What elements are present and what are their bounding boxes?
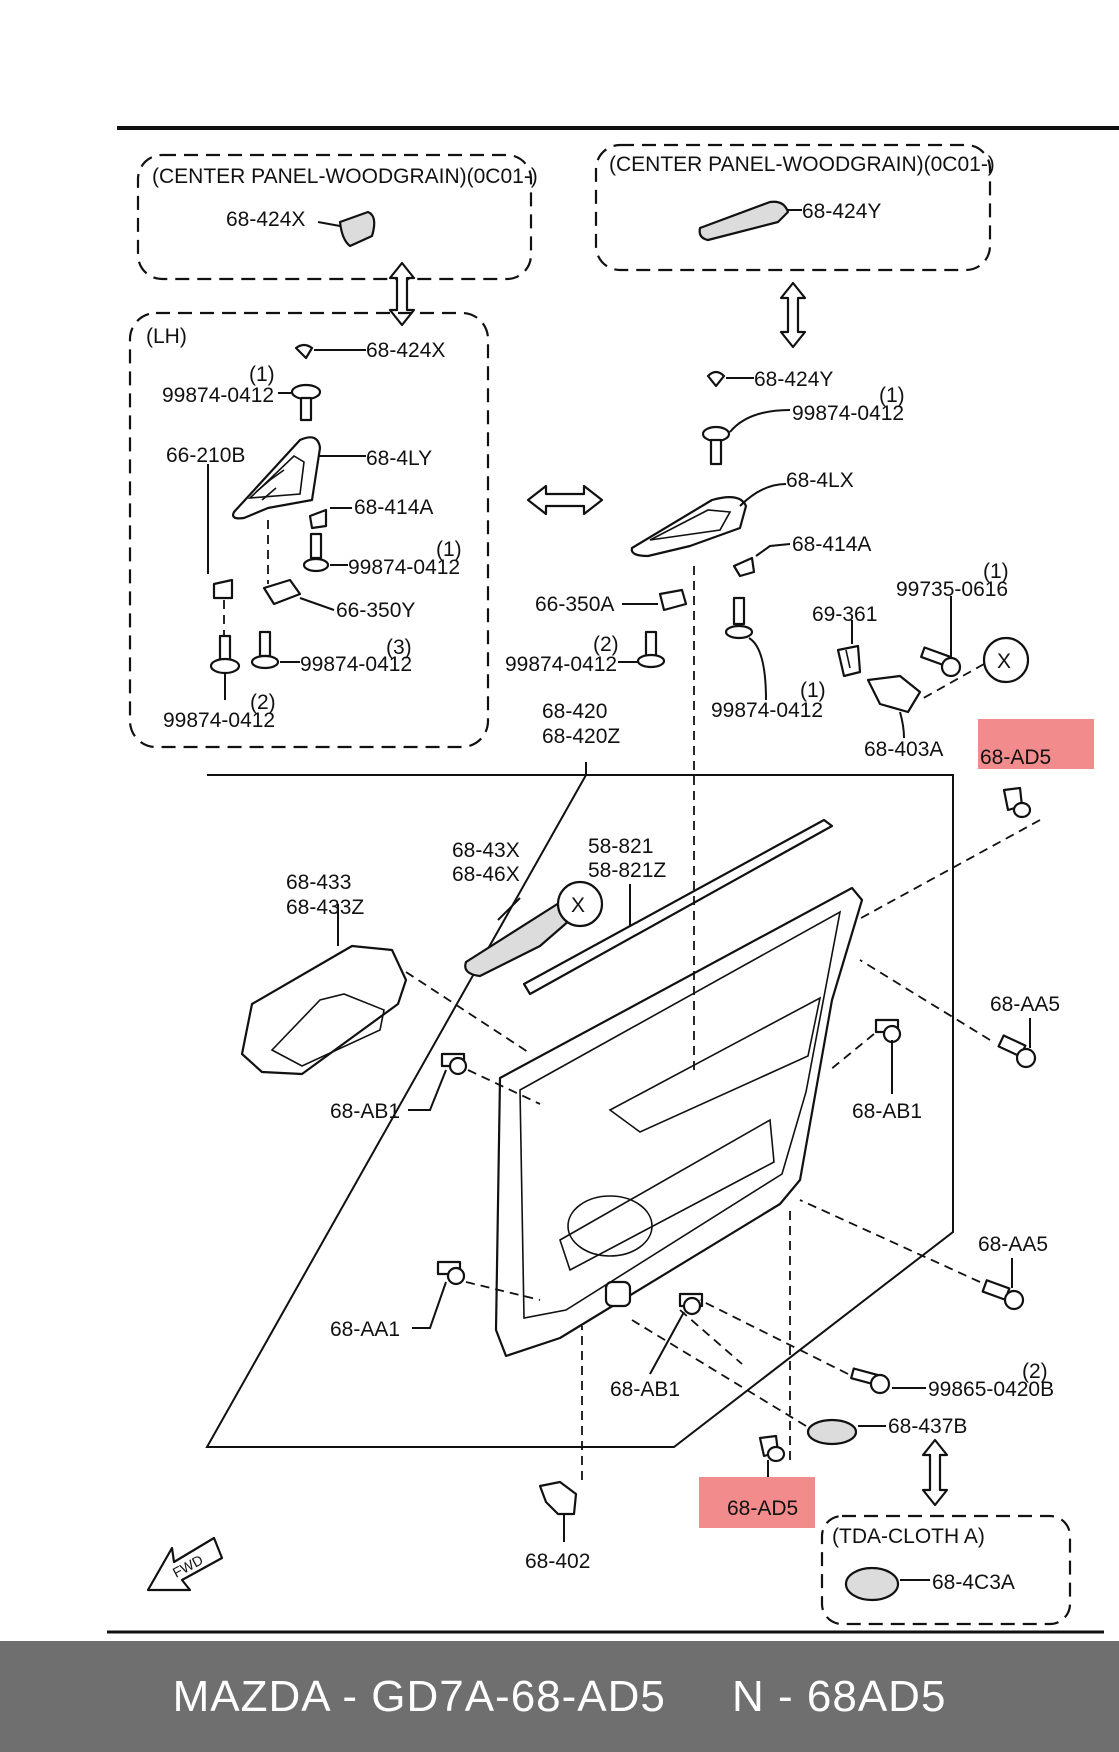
tda-cloth-box: (TDA-CLOTH A) 68-4C3A bbox=[820, 1514, 1072, 1626]
label-68-420: 68-420 bbox=[542, 700, 607, 723]
label-68-433z: 68-433Z bbox=[286, 896, 364, 919]
label-68-aa5-top: 68-AA5 bbox=[990, 993, 1060, 1016]
label-68-43x: 68-43X bbox=[452, 839, 520, 862]
highlight-box-top bbox=[978, 719, 1094, 769]
double-arrow-vertical-tda bbox=[921, 1438, 949, 1507]
clip-68-ab1-left: 68-AB1 bbox=[330, 1052, 541, 1123]
clip-68-aa1: 68-AA1 bbox=[330, 1260, 541, 1341]
label-68-402: 68-402 bbox=[525, 1550, 590, 1573]
label-99874-lh1: 99874-0412 bbox=[162, 384, 274, 407]
label-99874-r2-qty: (2) bbox=[593, 633, 619, 656]
label-68-403a: 68-403A bbox=[864, 738, 943, 761]
label-58-821z: 58-821Z bbox=[588, 859, 666, 882]
weatherstrip-58-821: 58-821 58-821Z bbox=[522, 818, 834, 996]
label-68-437b: 68-437B bbox=[888, 1415, 967, 1438]
label-68-424x: 68-424X bbox=[366, 339, 445, 362]
rh-switch-group: 68-424Y (1) 99874-0412 68-4LX 68-414A 66… bbox=[505, 368, 905, 722]
door-trim-panel: X bbox=[494, 566, 864, 1358]
clip-68-aa5-bottom: 68-AA5 bbox=[799, 1199, 1048, 1311]
label-68-424y: 68-424Y bbox=[754, 368, 833, 391]
clip-68-ab1-bottom: 68-AB1 bbox=[610, 1292, 743, 1401]
label-99874-r3: 99874-0412 bbox=[711, 699, 823, 722]
label-68-424y-top: 68-424Y bbox=[802, 200, 881, 223]
label-99735-qty: (1) bbox=[983, 560, 1009, 583]
label-99874-r1: 99874-0412 bbox=[792, 402, 904, 425]
double-arrow-horizontal bbox=[526, 484, 604, 516]
highlight-68-ad5-top: 68-AD5 bbox=[787, 719, 1094, 959]
center-panel-left-title: (CENTER PANEL-WOODGRAIN)(0C01-) bbox=[152, 165, 538, 188]
label-99874-lh3-qty: (3) bbox=[386, 636, 412, 659]
label-99874-r3-qty: (1) bbox=[800, 679, 826, 702]
highlight-68-ad5-bottom: 68-AD5 bbox=[699, 1210, 815, 1528]
screw-99865: (2) 99865-0420B bbox=[699, 1299, 1054, 1401]
label-68-ad5-top: 68-AD5 bbox=[980, 746, 1051, 769]
label-99874-lh2: 99874-0412 bbox=[348, 556, 460, 579]
label-68-420z: 68-420Z bbox=[542, 725, 620, 748]
lh-box: (LH) 68-424X (1) 99874-0412 68-4LY 66-21… bbox=[128, 311, 490, 749]
cover-68-437b: 68-437B bbox=[631, 1319, 967, 1446]
label-68-414a-r: 68-414A bbox=[792, 533, 871, 556]
footer-text: MAZDA - GD7A-68-AD5 N - 68AD5 bbox=[172, 1671, 947, 1721]
label-68-433: 68-433 bbox=[286, 871, 351, 894]
part-number-footer: MAZDA - GD7A-68-AD5 N - 68AD5 bbox=[0, 1641, 1119, 1752]
clip-68-aa5-top: 68-AA5 bbox=[859, 959, 1060, 1069]
woodgrain-strip-right bbox=[698, 200, 790, 242]
label-99874-r2: 99874-0412 bbox=[505, 653, 617, 676]
fwd-arrow-icon: FWD bbox=[146, 1536, 224, 1592]
label-58-821: 58-821 bbox=[588, 835, 653, 858]
label-66-350y: 66-350Y bbox=[336, 599, 415, 622]
label-68-414a-lh: 68-414A bbox=[354, 496, 433, 519]
woodgrain-pad-left bbox=[338, 210, 376, 248]
label-68-ab1-left: 68-AB1 bbox=[330, 1100, 400, 1123]
center-panel-left-box: (CENTER PANEL-WOODGRAIN)(0C01-) 68-424X bbox=[136, 153, 538, 281]
label-66-350a: 66-350A bbox=[535, 593, 614, 616]
double-arrow-vertical-right bbox=[779, 281, 807, 349]
label-69-361: 69-361 bbox=[812, 603, 877, 626]
clip-68-ab1-right: 68-AB1 bbox=[829, 1018, 922, 1123]
switch-panel-rh bbox=[630, 495, 748, 558]
tda-title: (TDA-CLOTH A) bbox=[832, 1525, 985, 1548]
label-68-4ly: 68-4LY bbox=[366, 447, 432, 470]
label-68-4c3a: 68-4C3A bbox=[932, 1571, 1015, 1594]
x-mark-panel-circle bbox=[556, 880, 604, 928]
label-66-210b: 66-210B bbox=[166, 444, 245, 467]
pocket-68-433: 68-433 68-433Z bbox=[240, 871, 529, 1076]
double-arrow-vertical-left bbox=[388, 261, 416, 327]
label-99865-qty: (2) bbox=[1022, 1360, 1048, 1383]
label-68-aa5-bot: 68-AA5 bbox=[978, 1233, 1048, 1256]
label-99874-lh4-qty: (2) bbox=[250, 691, 276, 714]
label-99874-r1-qty: (1) bbox=[879, 384, 905, 407]
highlight-box-bottom bbox=[699, 1477, 815, 1528]
label-68-ab1-right: 68-AB1 bbox=[852, 1100, 922, 1123]
x-mark-panel: X bbox=[571, 894, 585, 917]
label-99874-lh4: 99874-0412 bbox=[163, 709, 275, 732]
label-99874-lh3: 99874-0412 bbox=[300, 653, 412, 676]
center-panel-right-box: (CENTER PANEL-WOODGRAIN)(0C01-) 68-424Y bbox=[594, 143, 995, 272]
label-68-424x-top: 68-424X bbox=[226, 208, 305, 231]
label-99874-lh1-qty: (1) bbox=[249, 363, 275, 386]
switch-panel-lh bbox=[232, 436, 322, 520]
bracket-68-402: 68-402 bbox=[525, 1326, 590, 1573]
label-99735: 99735-0616 bbox=[896, 578, 1008, 601]
label-68-46x: 68-46X bbox=[452, 863, 520, 886]
label-68-ad5-bot: 68-AD5 bbox=[727, 1497, 798, 1520]
center-panel-right-title: (CENTER PANEL-WOODGRAIN)(0C01-) bbox=[609, 153, 995, 176]
label-99874-lh2-qty: (1) bbox=[436, 538, 462, 561]
door-trim-panel-frame: 68-420 68-420Z bbox=[205, 700, 954, 1448]
label-68-4lx: 68-4LX bbox=[786, 469, 854, 492]
x-mark-top: X bbox=[997, 650, 1011, 673]
window-trim-68-43x: 68-43X 68-46X bbox=[452, 839, 588, 978]
lh-title: (LH) bbox=[146, 325, 187, 348]
label-68-ab1-bottom: 68-AB1 bbox=[610, 1378, 680, 1401]
label-99865: 99865-0420B bbox=[928, 1378, 1054, 1401]
label-68-aa1: 68-AA1 bbox=[330, 1318, 400, 1341]
latch-bracket-group: 69-361 (1) 99735-0616 68-403A X bbox=[812, 560, 1030, 761]
